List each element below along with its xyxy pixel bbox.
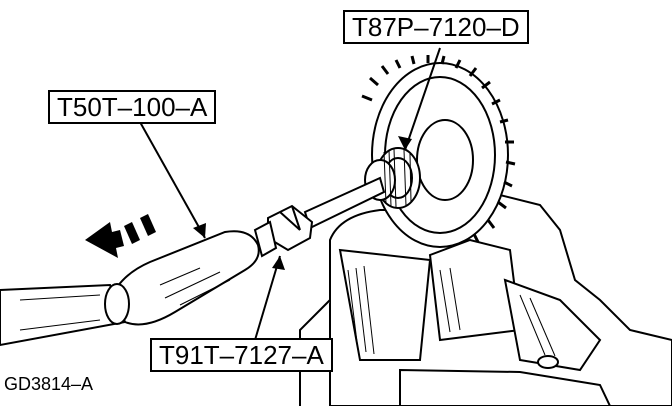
- vise-housing: [299, 193, 672, 406]
- leader-lines: [139, 47, 441, 341]
- bearing-knurl: [383, 148, 412, 208]
- figure-id: GD3814–A: [4, 374, 94, 394]
- slide-hammer: [0, 220, 278, 347]
- leader-arrowheads: [193, 136, 412, 270]
- callout-tool-puller: T87P–7120–D: [343, 10, 529, 44]
- handle-shading: [19, 267, 231, 331]
- vise-shading: [347, 265, 556, 357]
- gear-teeth: [361, 55, 516, 243]
- direction-arrow-icon: [85, 214, 156, 258]
- callout-tool-adapter: T91T–7127–A: [150, 338, 333, 372]
- hex-adapter: [267, 204, 314, 252]
- callout-tool-slide-hammer: T50T–100–A: [48, 90, 217, 124]
